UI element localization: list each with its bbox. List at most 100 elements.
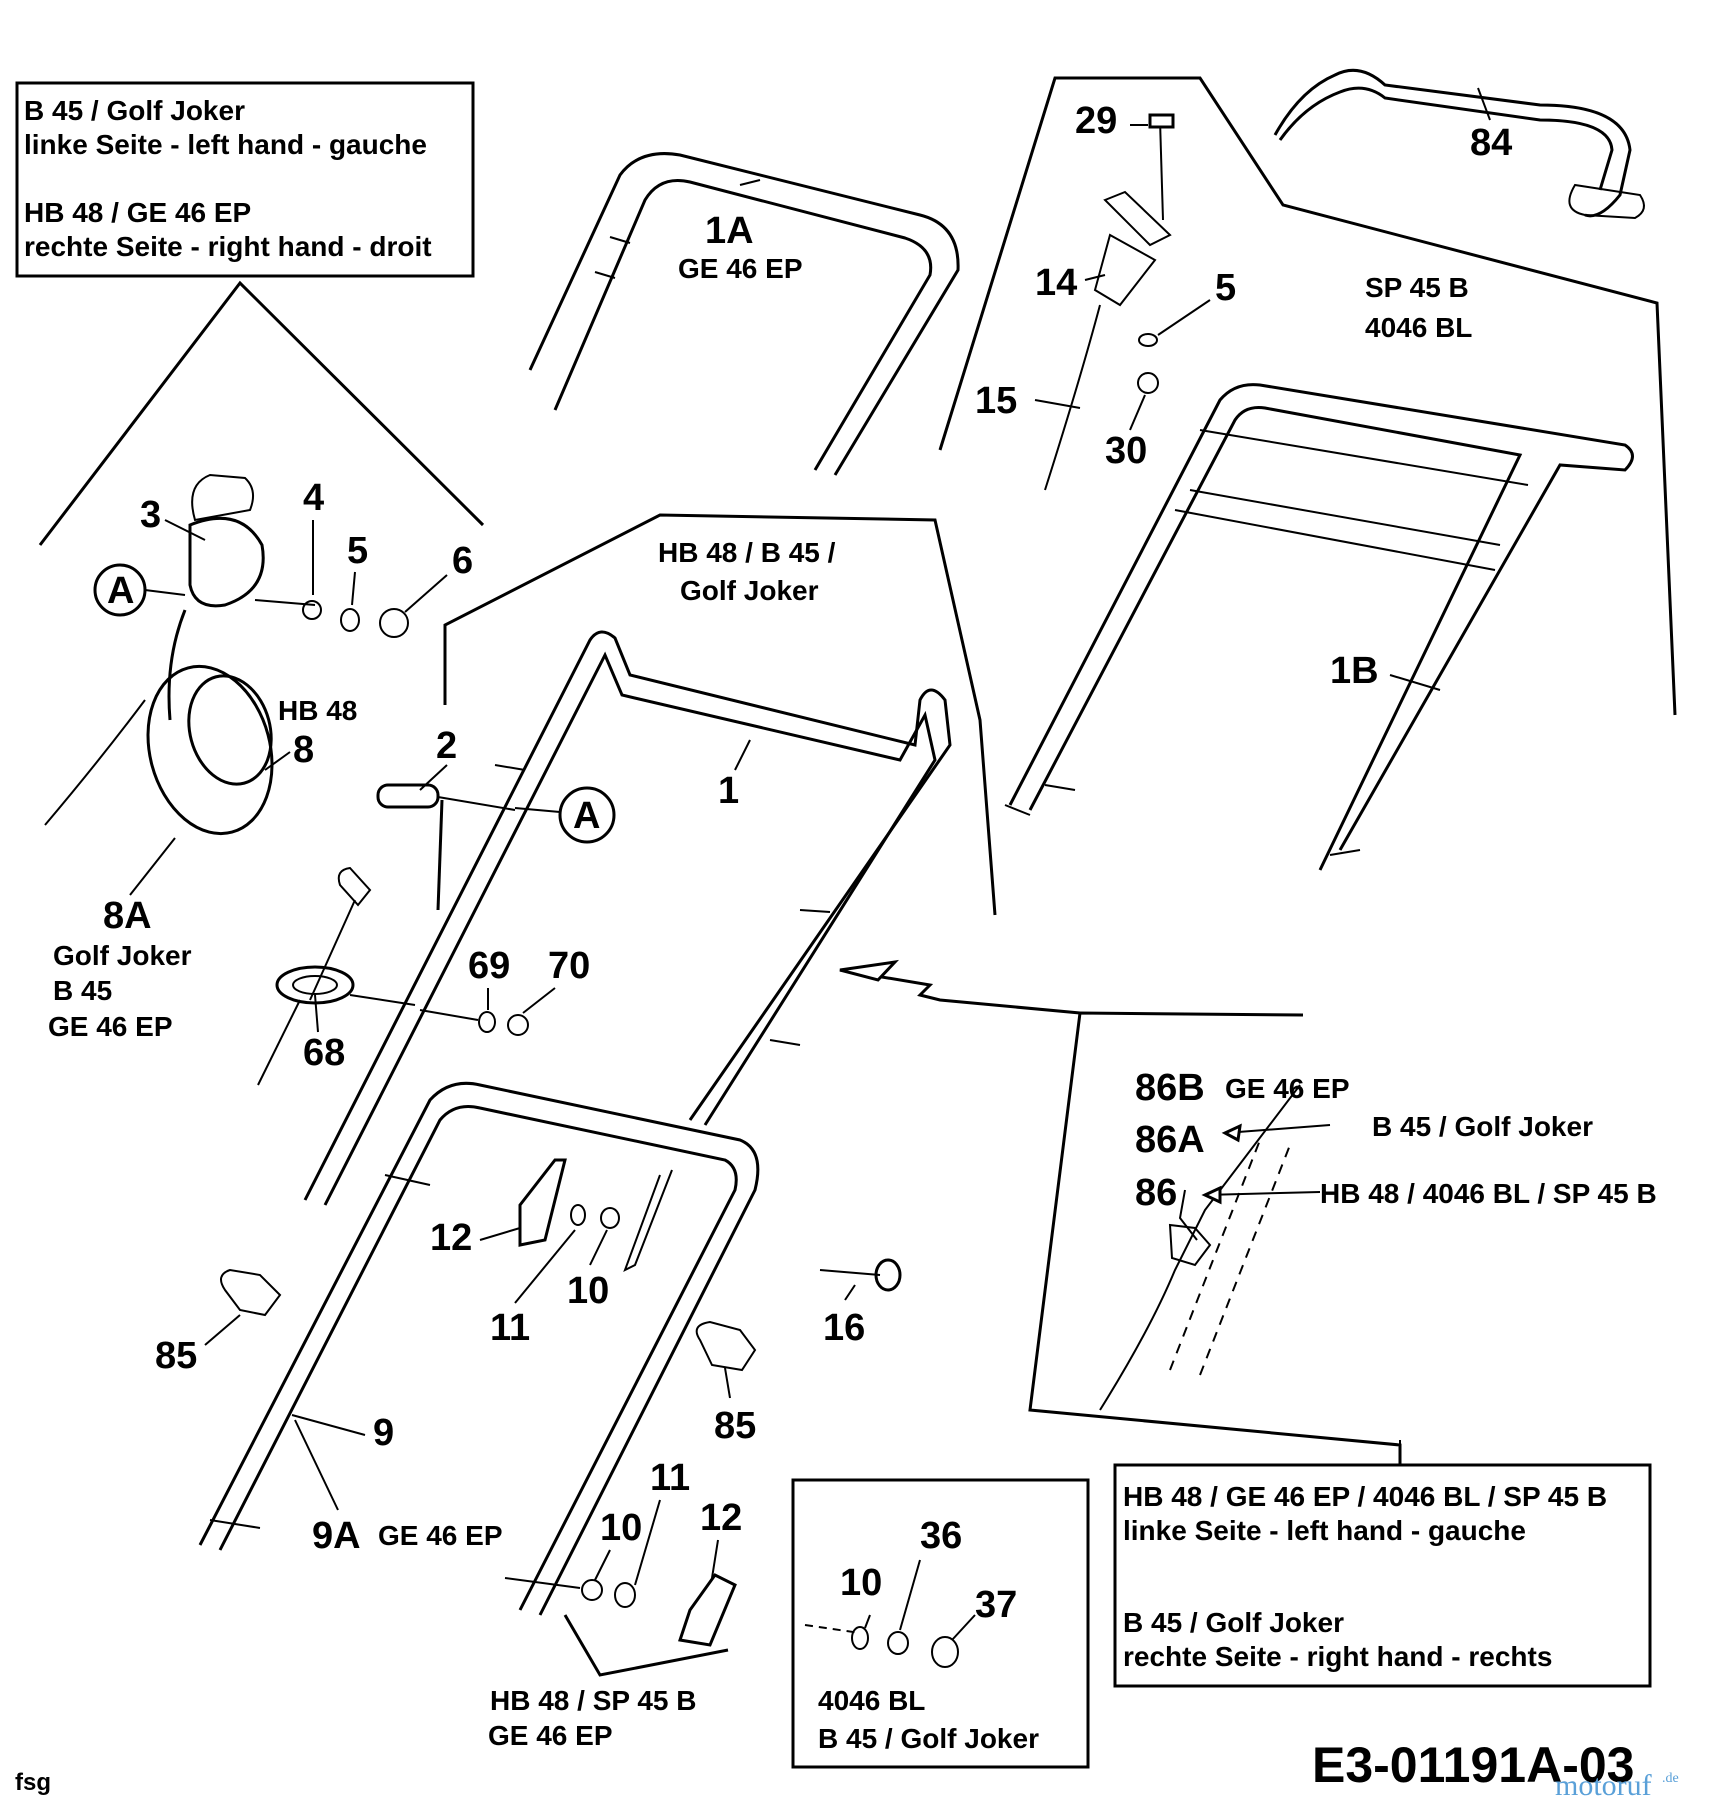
leader-84 — [1477, 87, 1491, 121]
part-9-label: 9 — [373, 1412, 394, 1454]
part-86a-model: B 45 / Golf Joker — [1372, 1111, 1593, 1142]
bottom-center-box: 10 36 37 4046 BL B 45 / Golf Joker — [791, 1478, 1090, 1769]
leader-1b — [1389, 674, 1441, 691]
top-left-note-box: B 45 / Golf Joker linke Seite - left han… — [15, 81, 485, 546]
top-left-box-line4: rechte Seite - right hand - droit — [24, 231, 432, 262]
part-8a-model-2: B 45 — [53, 975, 112, 1006]
part-1-model-2: Golf Joker — [680, 575, 819, 606]
bottom-right-box-line2: linke Seite - left hand - gauche — [1123, 1515, 1526, 1546]
part-70-label: 70 — [548, 945, 590, 987]
bottom-right-note-box: HB 48 / GE 46 EP / 4046 BL / SP 45 B lin… — [1113, 1463, 1652, 1688]
leader-a-1 — [144, 589, 186, 596]
leader-12b — [711, 1539, 719, 1579]
leader-5b — [1157, 299, 1211, 336]
leader-11b — [634, 1499, 661, 1586]
part-9a-label: 9A — [312, 1515, 361, 1557]
leader-a-2 — [514, 807, 561, 813]
part-86-model: HB 48 / 4046 BL / SP 45 B — [1320, 1178, 1657, 1209]
leader-8a — [129, 837, 176, 896]
part-12b-label: 12 — [700, 1497, 742, 1539]
box-part-10-label: 10 — [840, 1562, 882, 1604]
leader-9a — [294, 1419, 339, 1511]
part-3-label: 3 — [140, 494, 161, 536]
part-1b-model-1: SP 45 B — [1365, 272, 1469, 303]
leader-15 — [1034, 399, 1081, 409]
bottom-center-box-line1: 4046 BL — [818, 1685, 925, 1716]
part-12-label: 12 — [430, 1217, 472, 1259]
part-85-label: 85 — [155, 1335, 197, 1377]
drawing-code: E3-01191A-03 — [1312, 1737, 1634, 1793]
lower-handle-drawing — [198, 1081, 902, 1677]
part-86-label: 86 — [1135, 1172, 1177, 1214]
leader-11 — [514, 1229, 576, 1304]
watermark-suffix: .de — [1662, 1771, 1679, 1786]
bottom-models-2: GE 46 EP — [488, 1720, 613, 1751]
leader-1 — [734, 739, 751, 771]
leader-2 — [419, 764, 448, 791]
footer-left-label: fsg — [15, 1769, 51, 1796]
part-29-label: 29 — [1075, 100, 1117, 142]
leader-85 — [204, 1314, 241, 1346]
part-8a-label: 8A — [103, 895, 152, 937]
top-left-box-line3: HB 48 / GE 46 EP — [24, 197, 251, 228]
bottom-right-box-line3: B 45 / Golf Joker — [1123, 1607, 1344, 1638]
part-69-label: 69 — [468, 945, 510, 987]
part-11-label: 11 — [490, 1307, 530, 1349]
leader-85b — [724, 1367, 731, 1399]
part-86b-model: GE 46 EP — [1225, 1073, 1350, 1104]
leader-10b — [594, 1549, 611, 1581]
handle-1b-drawing — [1004, 383, 1634, 871]
part-9a-model: GE 46 EP — [378, 1520, 503, 1551]
top-right-section — [938, 68, 1677, 716]
part-1b-model-2: 4046 BL — [1365, 312, 1472, 343]
part-1a-label: 1A — [705, 210, 754, 252]
part-8a-model-3: GE 46 EP — [48, 1011, 173, 1042]
leader-10 — [589, 1229, 608, 1266]
part-5-label: 5 — [347, 530, 368, 572]
part-16-label: 16 — [823, 1307, 865, 1349]
part-15-label: 15 — [975, 380, 1017, 422]
leader-8 — [264, 751, 291, 771]
part-8-label: 8 — [293, 729, 314, 771]
callout-a-2-text: A — [573, 795, 600, 837]
part-1b-label: 1B — [1330, 650, 1379, 692]
part-1-label: 1 — [718, 770, 739, 812]
watermark-text: motoruf — [1555, 1769, 1652, 1800]
part-68-label: 68 — [303, 1032, 345, 1074]
callout-a-1-text: A — [107, 570, 134, 612]
part-30-label: 30 — [1105, 430, 1147, 472]
leader-16 — [844, 1284, 856, 1301]
part-86a-label: 86A — [1135, 1119, 1205, 1161]
leader-68 — [314, 994, 319, 1033]
leader-3 — [164, 519, 206, 541]
part-1-model-1: HB 48 / B 45 / — [658, 537, 836, 568]
part-8-model: HB 48 — [278, 695, 357, 726]
bottom-models-1: HB 48 / SP 45 B — [490, 1685, 696, 1716]
box-part-36-label: 36 — [920, 1515, 962, 1557]
bottom-right-box-line4: rechte Seite - right hand - rechts — [1123, 1641, 1552, 1672]
leader-14 — [1084, 274, 1106, 281]
leader-12 — [479, 1227, 521, 1241]
part-10b-label: 10 — [600, 1507, 642, 1549]
box-part-37-label: 37 — [975, 1584, 1017, 1626]
cable-hook-68-drawing — [257, 866, 529, 1086]
leader-70 — [522, 987, 556, 1014]
part-1a-model: GE 46 EP — [678, 253, 803, 284]
callout-a-2 — [558, 786, 616, 844]
leader-9 — [291, 1414, 366, 1436]
handle-1-drawing — [303, 513, 997, 1206]
handle-1a-drawing — [528, 152, 960, 476]
part-2-label: 2 — [436, 725, 457, 767]
bottom-right-box-line1: HB 48 / GE 46 EP / 4046 BL / SP 45 B — [1123, 1481, 1607, 1512]
part-86b-label: 86B — [1135, 1067, 1205, 1109]
part-6-label: 6 — [452, 540, 473, 582]
part-10-label: 10 — [567, 1270, 609, 1312]
part-5b-label: 5 — [1215, 267, 1236, 309]
top-left-box-line1: B 45 / Golf Joker — [24, 95, 245, 126]
part-14-label: 14 — [1035, 262, 1077, 304]
throttle-cable-drawing — [44, 473, 409, 836]
part-8a-model-1: Golf Joker — [53, 940, 192, 971]
bottom-center-box-line2: B 45 / Golf Joker — [818, 1723, 1039, 1754]
